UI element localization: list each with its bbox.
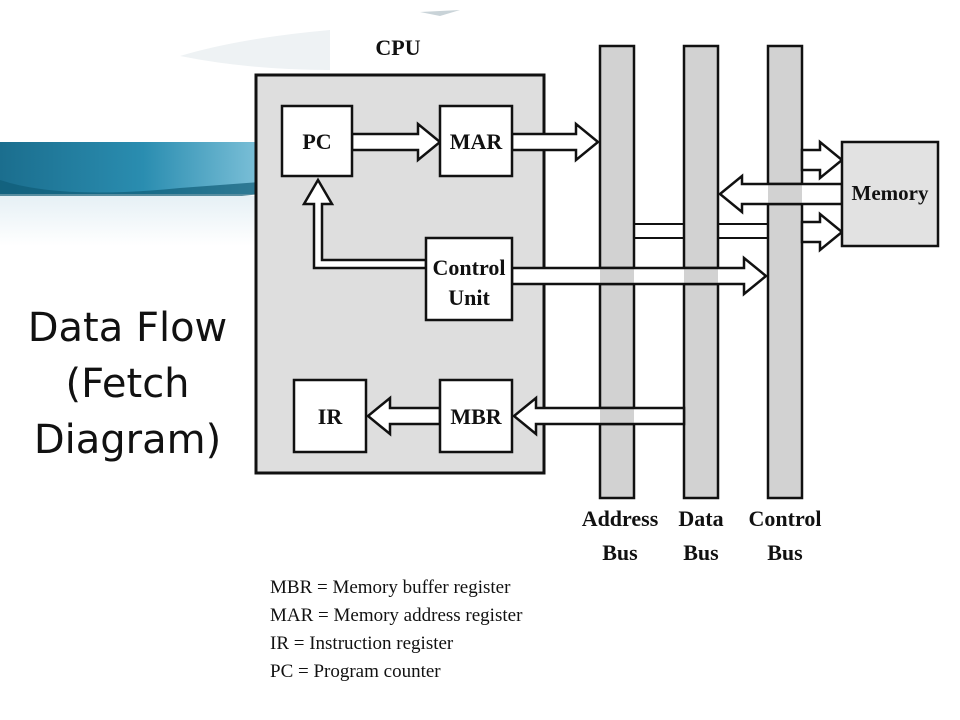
pc-register: PC [280, 104, 354, 178]
arrow-mar-to-address-bus [510, 121, 600, 163]
control-unit-label-line1: Control [433, 255, 506, 280]
slide-title-line-1: Data Flow [27, 305, 228, 351]
legend-item-mar: MAR = Memory address register [270, 605, 523, 626]
address-bus-label-line1: Address [582, 506, 659, 531]
memory-label: Memory [852, 181, 929, 205]
slide-title: Data Flow (Fetch Diagram) [0, 300, 255, 468]
control-bus [766, 44, 804, 500]
ir-register: IR [292, 378, 368, 454]
arrow-mbr-to-ir [366, 395, 442, 437]
control-bus-label-line1: Control [749, 506, 822, 531]
mar-label: MAR [450, 129, 504, 154]
arrow-memory-to-data-bus [718, 173, 844, 215]
control-unit: Control Unit [424, 236, 514, 322]
data-bus-label-line1: Data [678, 506, 723, 531]
mbr-label: MBR [450, 404, 502, 429]
legend-item-ir: IR = Instruction register [270, 633, 454, 654]
memory-box: Memory [840, 140, 940, 248]
control-unit-label-line2: Unit [448, 285, 490, 310]
legend: MBR = Memory buffer register MAR = Memor… [270, 574, 522, 686]
arrow-data-bus-to-mbr [512, 395, 686, 437]
legend-item-mbr: MBR = Memory buffer register [270, 577, 511, 598]
address-bus-label-line2: Bus [602, 540, 638, 565]
data-bus-label-line2: Bus [683, 540, 719, 565]
slide-title-line-3: Diagram) [33, 417, 222, 463]
arrow-control-to-control-bus [510, 255, 768, 297]
pc-label: PC [302, 129, 331, 154]
slide-title-line-2: (Fetch [65, 361, 190, 407]
cpu-label: CPU [375, 35, 420, 60]
mbr-register: MBR [438, 378, 514, 454]
arrow-control-to-pc [301, 177, 428, 270]
decorative-swoosh [0, 10, 460, 246]
arrow-pc-to-mar [350, 121, 442, 163]
ir-label: IR [318, 404, 344, 429]
arrow-control-bus-to-memory-bottom [800, 211, 844, 253]
arrow-control-bus-to-memory-top [800, 139, 844, 181]
control-bus-label-line2: Bus [767, 540, 803, 565]
mar-register: MAR [438, 104, 514, 178]
legend-item-pc: PC = Program counter [270, 661, 441, 682]
